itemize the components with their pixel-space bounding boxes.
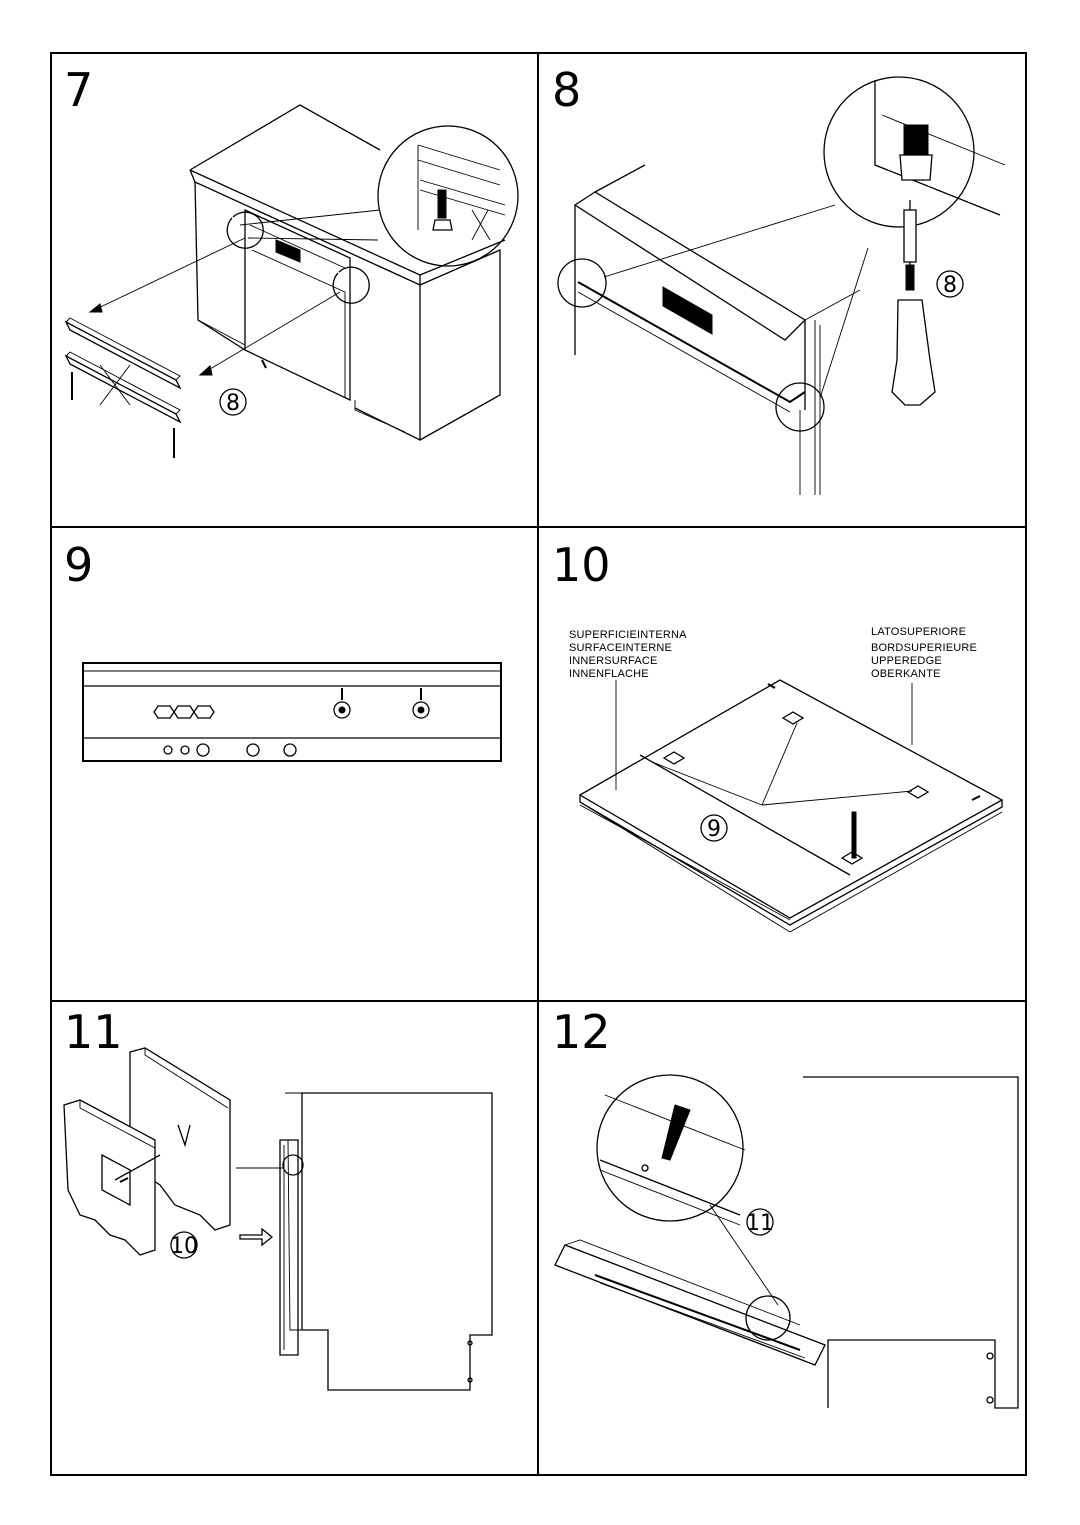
panel-9: 9 bbox=[64, 538, 502, 762]
panel-8: 8 bbox=[552, 63, 1006, 495]
door-tilting-onto-body bbox=[554, 1076, 1019, 1409]
callout-number: 8 bbox=[226, 391, 240, 416]
inner-surface-labels: SUPERFICIEINTERNA SURFACEINTERNE INNERSU… bbox=[569, 629, 687, 680]
label-upper-edge-it: LATOSUPERIORE bbox=[871, 626, 966, 638]
step-number-12: 12 bbox=[552, 1005, 611, 1059]
mounting-bracket-front-view bbox=[82, 662, 502, 762]
panel-10: 10 SUPERFICIEINTERNA SURFACEINTERNE INNE… bbox=[552, 538, 1004, 933]
step-number-10: 10 bbox=[552, 538, 611, 592]
label-upper-edge-de: OBERKANTE bbox=[871, 668, 941, 680]
magnified-detail-circle-12 bbox=[596, 1074, 779, 1306]
step-number-11: 11 bbox=[64, 1005, 123, 1059]
panel-grid bbox=[50, 52, 1027, 1476]
callout-number: 11 bbox=[746, 1211, 774, 1236]
label-upper-edge-en: UPPEREDGE bbox=[871, 655, 942, 667]
callout-10-panel11: 10 bbox=[170, 1231, 198, 1259]
panel-11: 11 10 bbox=[63, 1005, 493, 1391]
callout-8-panel8: 8 bbox=[936, 270, 964, 298]
rail-removal-arrows bbox=[88, 237, 341, 376]
upper-edge-labels: LATOSUPERIORE BORDSUPERIEURE UPPEREDGE O… bbox=[871, 626, 977, 680]
door-and-body-side-view bbox=[236, 1092, 493, 1391]
callout-11-panel12: 11 bbox=[746, 1208, 774, 1236]
callout-number: 8 bbox=[943, 273, 957, 298]
screwdriver bbox=[891, 200, 936, 406]
panel-12: 12 11 bbox=[552, 1005, 1019, 1409]
callout-number: 9 bbox=[707, 817, 721, 842]
callout-9-panel10: 9 bbox=[700, 814, 728, 842]
callout-number: 10 bbox=[170, 1234, 198, 1259]
label-inner-surface-it: SUPERFICIEINTERNA bbox=[569, 629, 687, 641]
magnified-detail-circle bbox=[239, 125, 519, 267]
label-inner-surface-en: INNERSURFACE bbox=[569, 655, 658, 667]
label-upper-edge-fr: BORDSUPERIEURE bbox=[871, 642, 977, 654]
step-number-9: 9 bbox=[64, 538, 93, 592]
label-inner-surface-de: INNENFLACHE bbox=[569, 668, 649, 680]
door-panel-isometric bbox=[578, 679, 1004, 933]
cabinet-with-dishwasher-illustration bbox=[189, 104, 506, 442]
callout-8-panel7: 8 bbox=[219, 388, 247, 416]
magnified-detail-circle-8 bbox=[603, 76, 1006, 399]
dishwasher-top-illustration bbox=[557, 164, 861, 495]
hinge-bracket-detail bbox=[63, 1047, 231, 1256]
label-inner-surface-fr: SURFACEINTERNE bbox=[569, 642, 672, 654]
rail-strips bbox=[64, 317, 182, 458]
step-number-7: 7 bbox=[64, 63, 93, 117]
step-number-8: 8 bbox=[552, 63, 581, 117]
panel-7: 7 bbox=[64, 63, 519, 458]
